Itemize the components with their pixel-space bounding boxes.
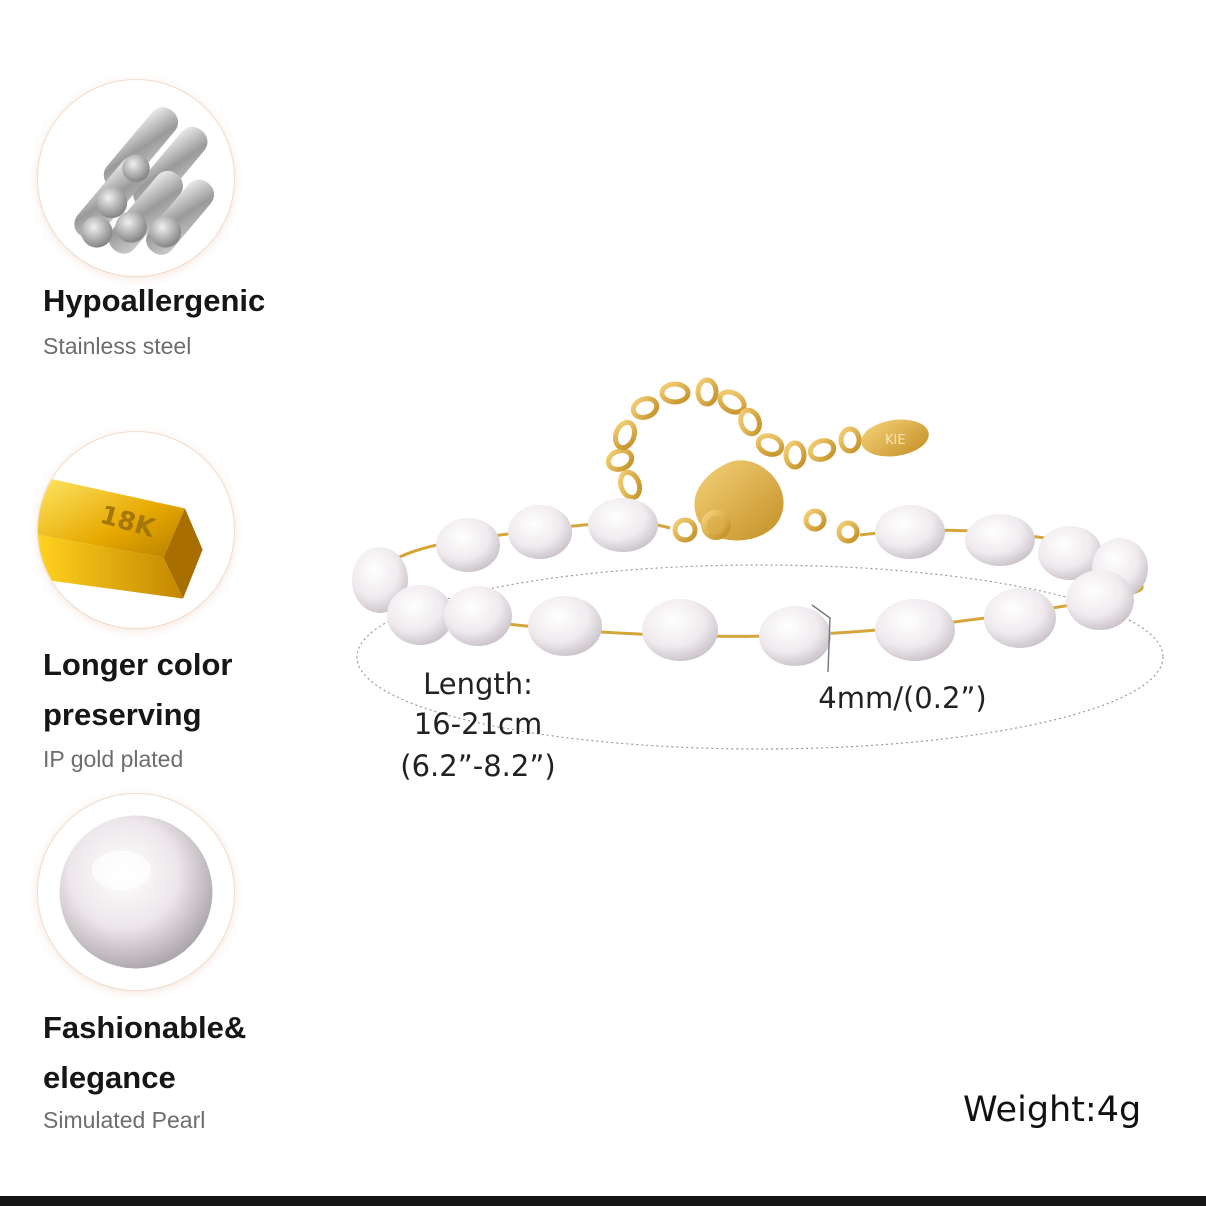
weight-label: Weight:4g	[963, 1090, 1142, 1130]
brand-tag-text: KIE	[885, 433, 906, 448]
gold-bar-icon: 18K	[38, 476, 203, 599]
feature-title-fashion-line2: elegance	[43, 1060, 176, 1095]
feature-subtitle-pearl: Simulated Pearl	[43, 1107, 206, 1133]
pearl-feature-circle	[38, 794, 234, 990]
gold-feature-circle: 18K	[38, 432, 234, 628]
length-inches: (6.2”-8.2”)	[400, 749, 556, 783]
steel-feature-circle	[38, 80, 234, 276]
pearl-bracelet-image: KIE	[340, 360, 1190, 820]
steel-rods-icon	[74, 107, 215, 255]
feature-subtitle-steel: Stainless steel	[43, 333, 192, 359]
bottom-bar	[0, 1196, 1206, 1206]
bracelet-illustration: KIE	[352, 377, 1164, 750]
feature-title-hypoallergenic: Hypoallergenic	[43, 283, 266, 318]
length-cm: 16-21cm	[413, 707, 543, 741]
feature-subtitle-gold: IP gold plated	[43, 746, 184, 772]
pearl-icon	[59, 815, 213, 969]
pearl-size: 4mm/(0.2”)	[818, 681, 987, 715]
feature-title-fashion-line1: Fashionable&	[43, 1010, 247, 1045]
feature-title-color-line2: preserving	[43, 697, 202, 732]
length-label: Length:	[423, 667, 533, 701]
feature-title-color-line1: Longer color	[43, 647, 233, 682]
